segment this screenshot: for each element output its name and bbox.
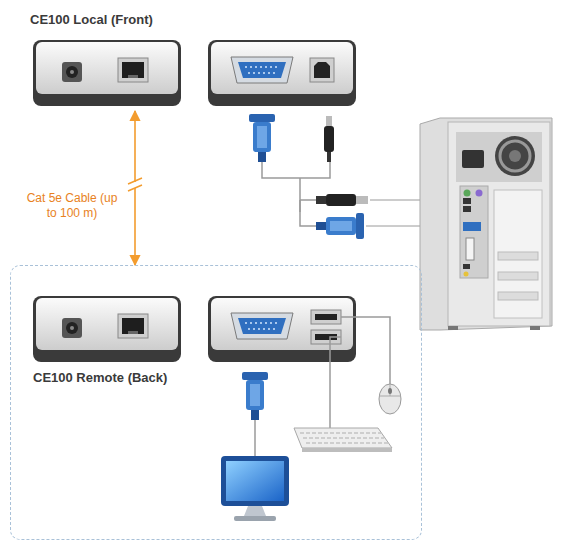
pc-tower [463,222,481,231]
monitor [221,456,289,506]
pc-tower [463,264,470,269]
mouse [379,384,401,396]
usb-plug [324,126,334,152]
usb-plug-pc [326,194,356,206]
monitor [234,516,276,521]
usb-plug [327,152,331,162]
pc-tower [530,326,540,330]
device-heading: CE100 Local (Front) [30,12,153,27]
pc-tower [420,118,552,330]
pc-tower [476,190,483,197]
pc-tower [420,118,552,330]
pc-tower [495,136,535,176]
pc-tower [463,198,471,204]
local-cables [299,178,301,212]
pc-tower [462,150,484,168]
device-group: CE100 Remote (Back) [10,265,422,540]
pc-tower [464,272,469,277]
keyboard [294,428,392,448]
pc-tower [498,252,538,260]
usb-a-ports [315,314,337,320]
vga-plug [249,114,275,162]
rj45-port [118,58,148,82]
pc-tower [460,186,488,278]
pc-tower [464,190,471,197]
mouse [379,384,401,414]
usb-a-ports [311,310,341,344]
pc-tower [498,272,538,280]
usb-b-port [310,58,334,82]
pc-tower [463,206,471,212]
local-cables [299,200,301,212]
pc-tower [466,238,474,260]
pc-tower [509,150,521,162]
keyboard [294,428,392,452]
local-unit-right [208,40,356,106]
remote-unit-left [33,296,181,362]
pc-tower [500,141,530,171]
local-unit-left [33,40,181,106]
local-cables [262,162,330,178]
mouse [379,384,401,414]
keyboard [302,448,392,452]
usb-b-port [314,62,330,78]
keyboard [300,433,388,443]
monitor [244,506,266,516]
local-cables [262,162,330,226]
vga-plug-pc [316,213,364,239]
usb-plug-pc [316,196,326,204]
usb-plug [326,116,332,126]
power-jack [62,62,82,82]
pc-tower [456,132,542,182]
remote-cables [330,337,341,428]
vga-port [231,313,293,339]
power-jack [62,318,82,338]
monitor [221,456,289,521]
usb-plug-pc [356,196,368,204]
usb-a-ports [311,310,341,324]
break-strokes [128,178,142,191]
device-heading: CE100 Remote (Back) [33,370,167,385]
local-cables [300,200,316,226]
pc-tower [494,190,542,318]
remote-unit-right [208,296,356,362]
rj45-port [118,314,148,338]
usb-plug [324,116,334,162]
mouse [388,388,392,394]
vga-port [231,57,293,83]
usb-plug-pc [316,194,368,206]
remote-cables [254,420,256,456]
device-group: CE100 Local (Front) [30,10,365,108]
vga-plug [242,372,268,420]
cable-label: Cat 5e Cable (up to 100 m) [20,190,124,222]
pc-tower [448,122,550,326]
pc-tower [498,292,538,300]
remote-cables [341,317,390,384]
pc-tower [448,326,458,330]
monitor [226,461,284,501]
usb-b-port [310,58,334,82]
